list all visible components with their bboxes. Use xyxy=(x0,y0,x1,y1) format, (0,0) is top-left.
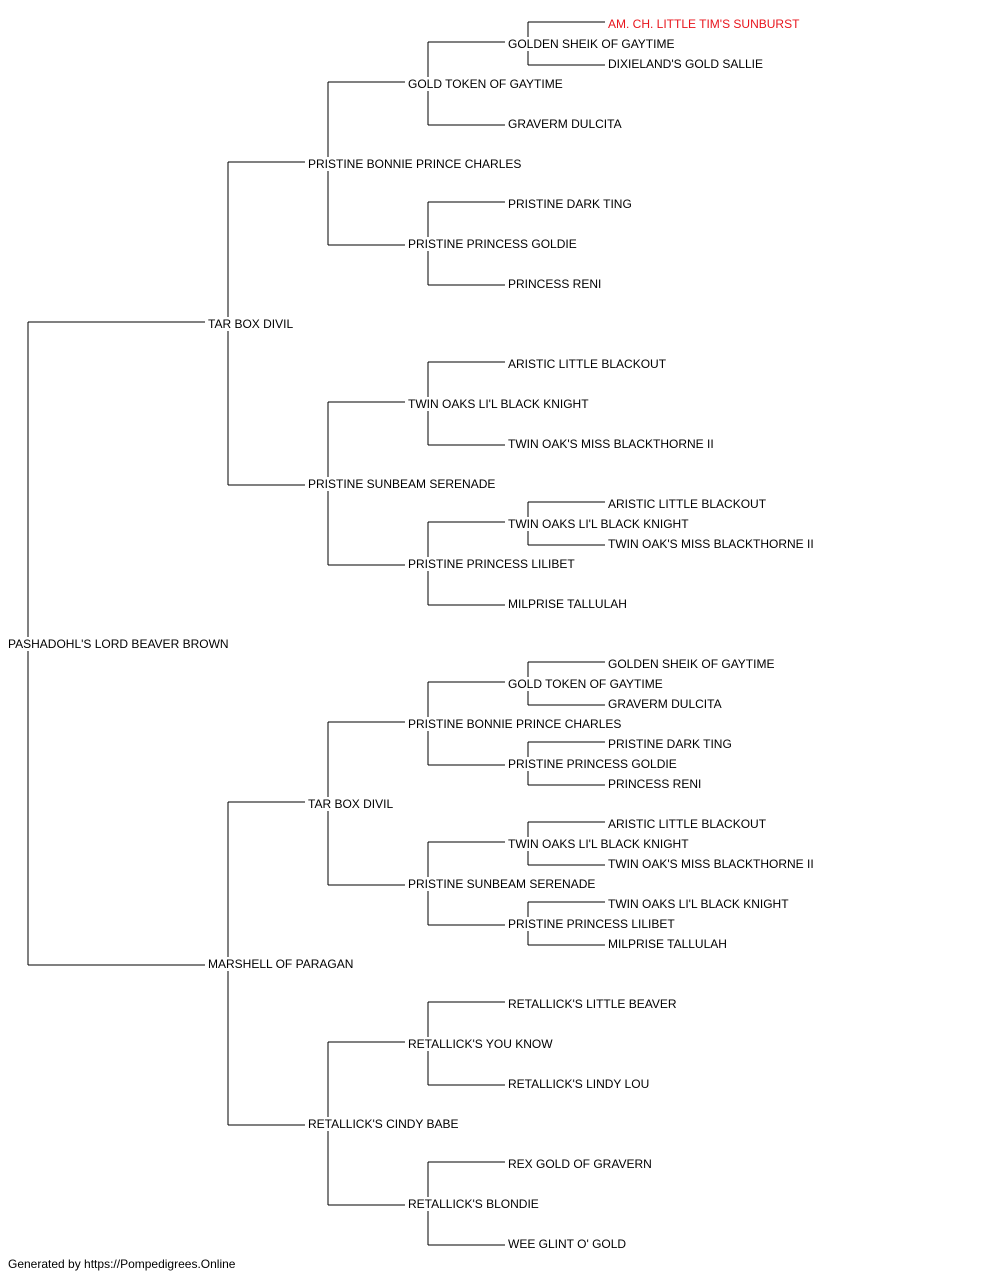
ancestor-name: GOLDEN SHEIK OF GAYTIME xyxy=(508,37,677,51)
ancestor-name: GRAVERM DULCITA xyxy=(608,697,724,711)
generator-credit: Generated by https://Pompedigrees.Online xyxy=(8,1257,236,1271)
ancestor-name: PRISTINE BONNIE PRINCE CHARLES xyxy=(408,717,624,731)
ancestor-name: REX GOLD OF GRAVERN xyxy=(508,1157,654,1171)
maternal-grandsire-name: TAR BOX DIVIL xyxy=(308,797,396,811)
subject-name: PASHADOHL'S LORD BEAVER BROWN xyxy=(8,637,231,651)
maternal-granddam-name: RETALLICK'S CINDY BABE xyxy=(308,1117,461,1131)
ancestor-name: PRISTINE PRINCESS GOLDIE xyxy=(408,237,579,251)
ancestor-name: RETALLICK'S BLONDIE xyxy=(408,1197,541,1211)
paternal-granddam-name: PRISTINE SUNBEAM SERENADE xyxy=(308,477,498,491)
ancestor-name: ARISTIC LITTLE BLACKOUT xyxy=(608,817,769,831)
ancestor-name: TWIN OAK'S MISS BLACKTHORNE II xyxy=(508,437,716,451)
ancestor-name: TWIN OAKS LI'L BLACK KNIGHT xyxy=(408,397,591,411)
ancestor-name: PRISTINE DARK TING xyxy=(508,197,634,211)
ancestor-name: ARISTIC LITTLE BLACKOUT xyxy=(508,357,669,371)
ancestor-name: PRINCESS RENI xyxy=(608,777,704,791)
ancestor-name: PRISTINE PRINCESS LILIBET xyxy=(508,917,677,931)
ancestor-name: GRAVERM DULCITA xyxy=(508,117,624,131)
ancestor-name: TWIN OAKS LI'L BLACK KNIGHT xyxy=(508,517,691,531)
dam-name: MARSHELL OF PARAGAN xyxy=(208,957,356,971)
ancestor-name: RETALLICK'S YOU KNOW xyxy=(408,1037,555,1051)
ancestor-name: RETALLICK'S LINDY LOU xyxy=(508,1077,652,1091)
ancestor-name: GOLD TOKEN OF GAYTIME xyxy=(508,677,665,691)
ancestor-name: PRISTINE SUNBEAM SERENADE xyxy=(408,877,598,891)
ancestor-name: GOLD TOKEN OF GAYTIME xyxy=(408,77,565,91)
ancestor-name: TWIN OAKS LI'L BLACK KNIGHT xyxy=(608,897,791,911)
ancestor-name: TWIN OAK'S MISS BLACKTHORNE II xyxy=(608,857,816,871)
ancestor-name: GOLDEN SHEIK OF GAYTIME xyxy=(608,657,777,671)
ancestor-name: MILPRISE TALLULAH xyxy=(608,937,729,951)
champion-ancestor-name: AM. CH. LITTLE TIM'S SUNBURST xyxy=(608,17,802,31)
ancestor-name: TWIN OAKS LI'L BLACK KNIGHT xyxy=(508,837,691,851)
ancestor-name: PRISTINE PRINCESS GOLDIE xyxy=(508,757,679,771)
paternal-grandsire-name: PRISTINE BONNIE PRINCE CHARLES xyxy=(308,157,524,171)
ancestor-name: TWIN OAK'S MISS BLACKTHORNE II xyxy=(608,537,816,551)
ancestor-name: WEE GLINT O' GOLD xyxy=(508,1237,629,1251)
ancestor-name: PRISTINE PRINCESS LILIBET xyxy=(408,557,577,571)
ancestor-name: PRINCESS RENI xyxy=(508,277,604,291)
ancestor-name: RETALLICK'S LITTLE BEAVER xyxy=(508,997,679,1011)
ancestor-name: PRISTINE DARK TING xyxy=(608,737,734,751)
sire-name: TAR BOX DIVIL xyxy=(208,317,296,331)
ancestor-name: ARISTIC LITTLE BLACKOUT xyxy=(608,497,769,511)
ancestor-name: MILPRISE TALLULAH xyxy=(508,597,629,611)
ancestor-name: DIXIELAND'S GOLD SALLIE xyxy=(608,57,766,71)
